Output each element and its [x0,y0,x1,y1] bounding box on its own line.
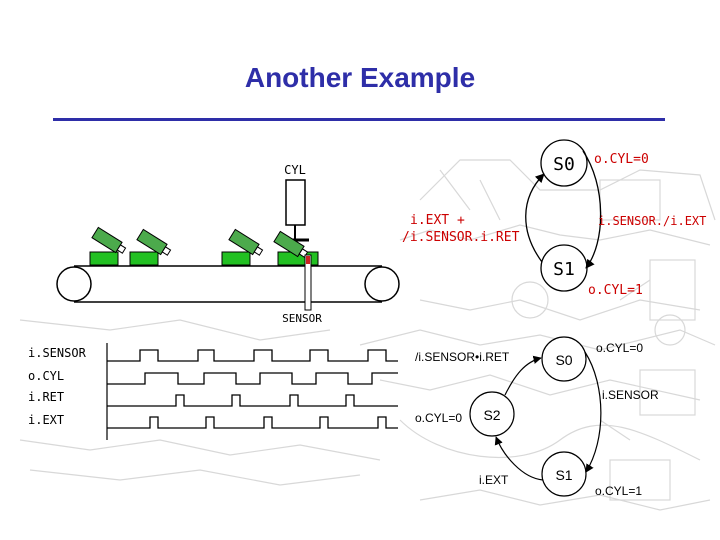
bottom-out-s1: o.CYL=1 [595,484,642,498]
waveform-sensor [107,349,398,362]
gate [91,226,127,254]
bottom-guard-s1-s2: i.EXT [479,473,509,487]
timing-label-ext: i.EXT [28,413,64,427]
top-state-s0-circle [540,139,588,187]
top-out-s1: o.CYL=1 [588,283,643,298]
top-state-s1: S1 [553,259,575,280]
top-arrow-s0-to-s1 [582,150,602,269]
timing-label-cyl: o.CYL [28,369,64,383]
timing-diagram: i.SENSOR o.CYL i.RET i.EXT [28,343,398,440]
bottom-out-s2: o.CYL=0 [415,411,462,425]
bottom-arrow-s2-to-s0 [504,355,542,396]
bottom-arrow-s0-to-s1 [584,351,602,473]
timing-label-sensor: i.SENSOR [28,346,87,360]
bottom-state-s0: S0 [555,352,572,368]
bottom-guard-s0-s1: i.SENSOR [602,388,659,402]
waveform-ext [107,416,398,429]
timing-label-ret: i.RET [28,390,64,404]
bottom-state-machine: S0 S2 S1 o.CYL=0 o.CYL=1 o.CYL=0 /i.SENS… [415,336,659,498]
top-state-s0: S0 [553,154,575,175]
bottom-state-s1-circle [541,451,587,497]
top-out-s0: o.CYL=0 [594,152,649,167]
bottom-state-s0-circle [541,336,587,382]
machine-sketch: CYL SENS [56,163,400,325]
box [221,251,251,266]
box [129,251,159,266]
top-arrow-s1-to-s0 [525,173,545,263]
cylinder-label: CYL [284,163,306,177]
sensor-label: SENSOR [282,312,322,325]
bottom-out-s0: o.CYL=0 [596,341,643,355]
top-guard-left-2: /i.SENSOR.i.RET [402,230,520,245]
bottom-guard-s2-s0: /i.SENSOR•i.RET [415,350,510,364]
bottom-state-s2-circle [469,391,515,437]
waveform-cyl [107,372,398,385]
top-guard-right: i.SENSOR./i.EXT [598,214,706,228]
slide-title: Another Example [244,62,476,93]
bottom-state-s2: S2 [483,407,500,423]
top-state-machine: S0 S1 o.CYL=0 o.CYL=1 i.EXT + /i.SENSOR.… [402,139,706,298]
bottom-state-s1: S1 [555,467,572,483]
sensor-head [306,256,310,264]
conveyor-belt [56,265,400,303]
box [89,251,119,266]
gate [136,228,172,256]
gate [228,228,264,256]
title-divider [53,118,665,121]
cylinder-body [285,179,306,226]
sensor-post [304,254,312,311]
top-guard-left-1: i.EXT + [410,213,465,228]
background-sketch [19,159,716,511]
bottom-arrow-s1-to-s2 [494,436,544,481]
waveform-ret [107,394,398,407]
